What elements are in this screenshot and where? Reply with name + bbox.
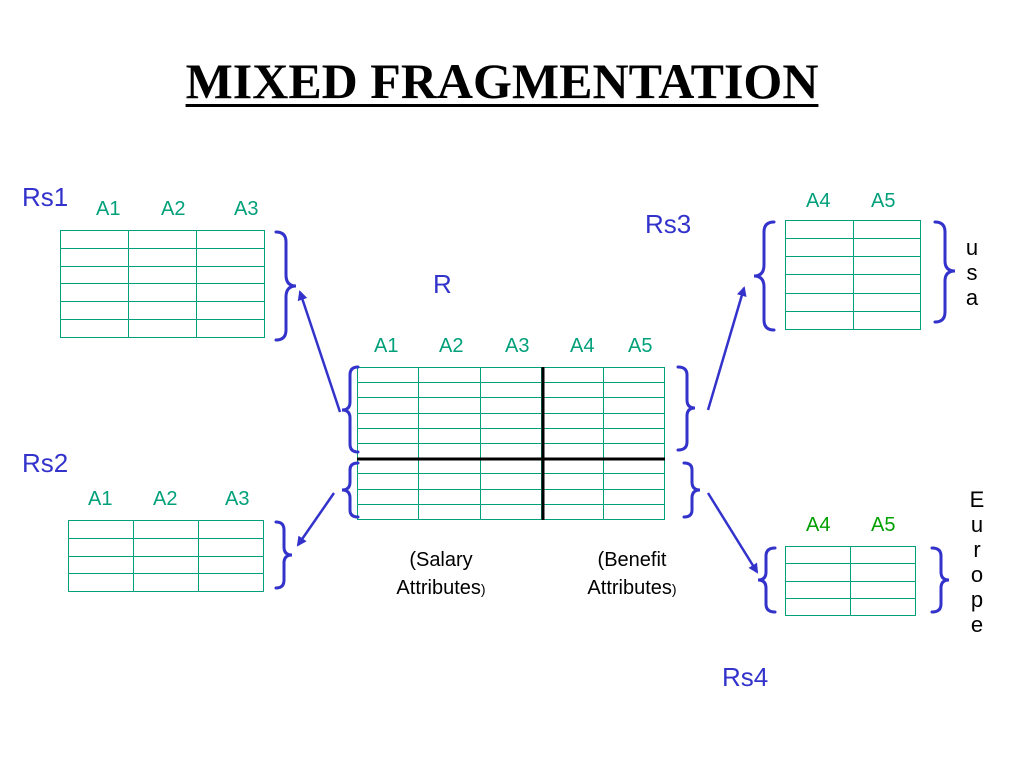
rs2-name: Rs2 — [22, 448, 69, 478]
rs4-table — [785, 545, 916, 617]
rs2-col-a2: A2 — [153, 488, 178, 510]
rs2-table — [68, 520, 264, 592]
rs1-col-a1: A1 — [96, 198, 121, 220]
rs2-right-brace — [274, 520, 293, 590]
europe-letter-4: o — [970, 562, 984, 587]
rs3-col-a4: A4 — [806, 190, 831, 212]
rs4-col-a4: A4 — [806, 514, 831, 536]
benefit-attributes-caption: (Benefit Attributes) — [563, 546, 701, 602]
rs4-col-a5: A5 — [871, 514, 896, 536]
arrow-r-to-rs3 — [706, 286, 747, 411]
rs3-left-brace — [753, 220, 776, 332]
rs2-col-a1: A1 — [88, 488, 113, 510]
usa-letter-1: u — [965, 235, 979, 260]
r-col-a4: A4 — [570, 335, 595, 357]
arrow-r-to-rs4 — [706, 492, 759, 574]
r-col-a5: A5 — [628, 335, 653, 357]
rs1-col-a2: A2 — [161, 198, 186, 220]
rs1-right-brace — [274, 230, 297, 342]
rs3-name: Rs3 — [645, 209, 692, 239]
r-lower-right-brace — [682, 461, 701, 519]
rs1-col-a3: A3 — [234, 198, 259, 220]
europe-letter-5: p — [970, 587, 984, 612]
rs3-table — [785, 219, 921, 331]
rs4-right-brace — [930, 546, 950, 614]
salary-caption-line2: Attributes — [396, 577, 481, 599]
europe-letter-3: r — [973, 537, 981, 562]
arrow-r-to-rs2 — [296, 492, 336, 547]
rs1-table — [60, 230, 265, 338]
r-table — [356, 366, 666, 521]
slide-title: MIXED FRAGMENTATION — [185, 53, 819, 109]
rs4-left-brace — [757, 546, 777, 614]
usa-letter-3: a — [965, 285, 979, 310]
rs3-right-brace — [933, 220, 956, 324]
europe-label: E u r o p e — [967, 487, 987, 637]
rs4-name: Rs4 — [722, 662, 769, 692]
arrow-r-to-rs1 — [297, 290, 342, 413]
r-col-a3: A3 — [505, 335, 530, 357]
benefit-caption-line1: (Benefit — [597, 549, 667, 571]
r-col-a2: A2 — [439, 335, 464, 357]
salary-caption-close: ) — [480, 581, 486, 597]
benefit-caption-line2: Attributes — [587, 577, 672, 599]
europe-letter-6: e — [970, 612, 984, 637]
r-upper-left-brace — [341, 365, 360, 454]
rs3-col-a5: A5 — [871, 190, 896, 212]
salary-attributes-caption: (Salary Attributes) — [372, 546, 510, 602]
rs1-name: Rs1 — [22, 182, 69, 212]
benefit-caption-close: ) — [671, 581, 677, 597]
r-name: R — [433, 269, 452, 299]
r-upper-right-brace — [676, 365, 696, 452]
rs2-col-a3: A3 — [225, 488, 250, 510]
r-lower-left-brace — [341, 461, 360, 519]
r-col-a1: A1 — [374, 335, 399, 357]
usa-letter-2: s — [966, 260, 978, 285]
europe-letter-2: u — [970, 512, 984, 537]
usa-label: u s a — [962, 235, 982, 310]
salary-caption-line1: (Salary — [409, 549, 473, 571]
europe-letter-1: E — [969, 487, 985, 512]
